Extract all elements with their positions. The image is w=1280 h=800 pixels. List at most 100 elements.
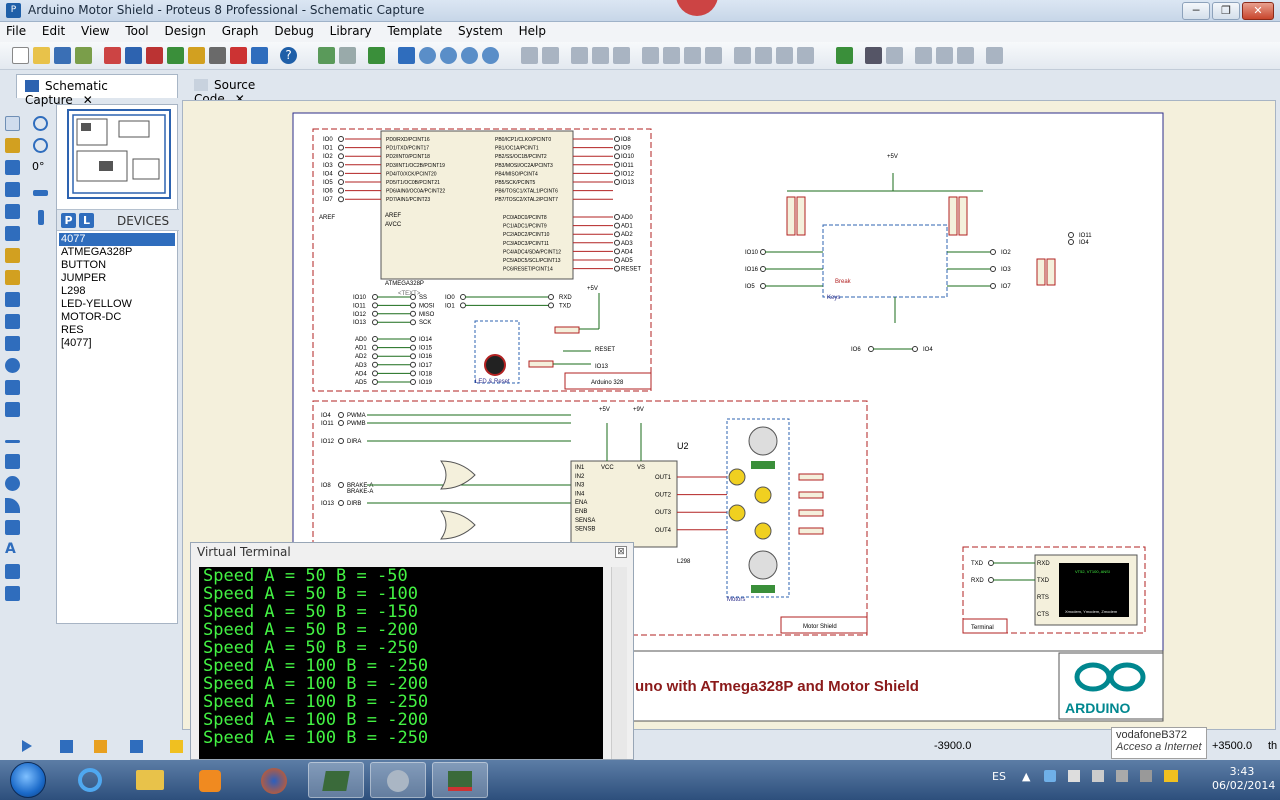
component-mode-icon[interactable] [5, 138, 20, 153]
symbol-icon[interactable] [5, 564, 20, 579]
start-button[interactable] [10, 762, 46, 798]
menu-graph[interactable]: Graph [221, 24, 259, 38]
block-rotate-icon[interactable] [684, 47, 701, 64]
stop-icon[interactable] [130, 740, 143, 753]
graph-mode-icon[interactable] [5, 314, 20, 329]
bus-icon[interactable] [5, 226, 20, 241]
block-move-icon[interactable] [663, 47, 680, 64]
rotate-anticlockwise-icon[interactable] [33, 138, 48, 153]
bom-icon[interactable] [230, 47, 247, 64]
library-button[interactable]: L [79, 213, 94, 228]
zoom-all-icon[interactable] [461, 47, 478, 64]
pick-device-icon[interactable] [734, 47, 751, 64]
tab-close-icon[interactable]: ✕ [234, 92, 245, 106]
wifi-tray-icon[interactable] [1092, 770, 1104, 782]
search-icon[interactable] [865, 47, 882, 64]
menu-tool[interactable]: Tool [125, 24, 149, 38]
package-tool-icon[interactable] [776, 47, 793, 64]
menu-view[interactable]: View [81, 24, 110, 38]
decompose-icon[interactable] [797, 47, 814, 64]
marker-icon[interactable] [5, 586, 20, 601]
menu-design[interactable]: Design [164, 24, 206, 38]
close-button[interactable]: ✕ [1242, 2, 1274, 20]
menu-library[interactable]: Library [329, 24, 372, 38]
proteus-task-icon[interactable] [308, 762, 364, 798]
selection-mode-icon[interactable] [5, 116, 20, 131]
flag-tray-icon[interactable] [1068, 770, 1080, 782]
tab-schematic-capture[interactable]: Schematic Capture✕ [16, 74, 178, 107]
subcircuit-icon[interactable] [5, 248, 20, 263]
menu-system[interactable]: System [458, 24, 503, 38]
rotation-angle[interactable]: 0° [32, 160, 45, 173]
file-explorer-icon[interactable] [122, 762, 178, 798]
globe-task-icon[interactable] [370, 762, 426, 798]
voltage-probe-icon[interactable] [5, 380, 20, 395]
zoom-in-icon[interactable] [419, 47, 436, 64]
pcb-icon[interactable] [146, 47, 163, 64]
make-device-icon[interactable] [755, 47, 772, 64]
open-folder-icon[interactable] [33, 47, 50, 64]
menu-file[interactable]: File [6, 24, 27, 38]
step-icon[interactable] [60, 740, 73, 753]
remove-sheet-icon[interactable] [936, 47, 953, 64]
help-icon[interactable]: ? [280, 47, 297, 64]
gerber-icon[interactable] [188, 47, 205, 64]
pause-icon[interactable] [94, 740, 107, 753]
design-explorer-icon[interactable] [209, 47, 226, 64]
pan-icon[interactable] [398, 47, 415, 64]
menu-template[interactable]: Template [387, 24, 443, 38]
menu-edit[interactable]: Edit [41, 24, 66, 38]
text-icon[interactable]: A [5, 541, 16, 557]
copy-icon[interactable] [592, 47, 609, 64]
virtual-terminal-window[interactable]: Virtual Terminal ⊠ Speed A = 50 B = -50 … [190, 542, 634, 760]
tab-source-code[interactable]: Source Code✕ [186, 74, 302, 106]
path-icon[interactable] [5, 520, 20, 535]
3d-view-icon[interactable] [167, 47, 184, 64]
wire-label-icon[interactable] [5, 182, 20, 197]
arc-icon[interactable] [5, 498, 20, 513]
rotate-clockwise-icon[interactable] [33, 116, 48, 131]
import-icon[interactable] [75, 47, 92, 64]
property-tool-icon[interactable] [886, 47, 903, 64]
pick-device-button[interactable]: P [61, 213, 76, 228]
maximize-button[interactable]: ❐ [1212, 2, 1240, 20]
box-icon[interactable] [5, 454, 20, 469]
internet-explorer-icon[interactable] [62, 762, 118, 798]
undo-icon[interactable] [521, 47, 538, 64]
zoom-area-icon[interactable] [482, 47, 499, 64]
tray-expand-icon[interactable]: ▲ [1022, 770, 1031, 783]
grid-icon[interactable] [339, 47, 356, 64]
netlist-icon[interactable] [986, 47, 1003, 64]
block-copy-icon[interactable] [642, 47, 659, 64]
list-item[interactable]: RES [61, 324, 84, 336]
mirror-y-icon[interactable] [38, 210, 44, 225]
terminal-screen[interactable]: Speed A = 50 B = -50 Speed A = 50 B = -1… [199, 567, 603, 759]
list-item[interactable]: JUMPER [61, 272, 107, 284]
zoom-out-icon[interactable] [440, 47, 457, 64]
wire-autorouter-icon[interactable] [836, 47, 853, 64]
overview-window[interactable] [67, 109, 171, 199]
junction-mode-icon[interactable] [5, 160, 20, 175]
refresh-icon[interactable] [318, 47, 335, 64]
home-icon[interactable] [104, 47, 121, 64]
list-item[interactable]: L298 [61, 285, 86, 297]
list-item[interactable]: ATMEGA328P [61, 246, 133, 258]
terminal-close-icon[interactable]: ⊠ [615, 546, 627, 558]
redo-icon[interactable] [542, 47, 559, 64]
cut-icon[interactable] [571, 47, 588, 64]
schematic-icon[interactable] [125, 47, 142, 64]
list-item[interactable]: LED-YELLOW [61, 298, 132, 310]
battery-tray-icon[interactable] [1116, 770, 1128, 782]
new-file-icon[interactable] [12, 47, 29, 64]
mirror-x-icon[interactable] [33, 190, 48, 196]
vpn-tray-icon[interactable] [1164, 770, 1178, 782]
tab-close-icon[interactable]: ✕ [82, 93, 93, 107]
clock[interactable]: 3:43 06/02/2014 [1212, 765, 1275, 793]
list-item[interactable]: 4077 [59, 233, 175, 246]
language-indicator[interactable]: ES [992, 770, 1006, 783]
menu-help[interactable]: Help [518, 24, 546, 38]
list-item[interactable]: [4077] [61, 337, 92, 349]
block-delete-icon[interactable] [705, 47, 722, 64]
generator-icon[interactable] [5, 358, 20, 373]
